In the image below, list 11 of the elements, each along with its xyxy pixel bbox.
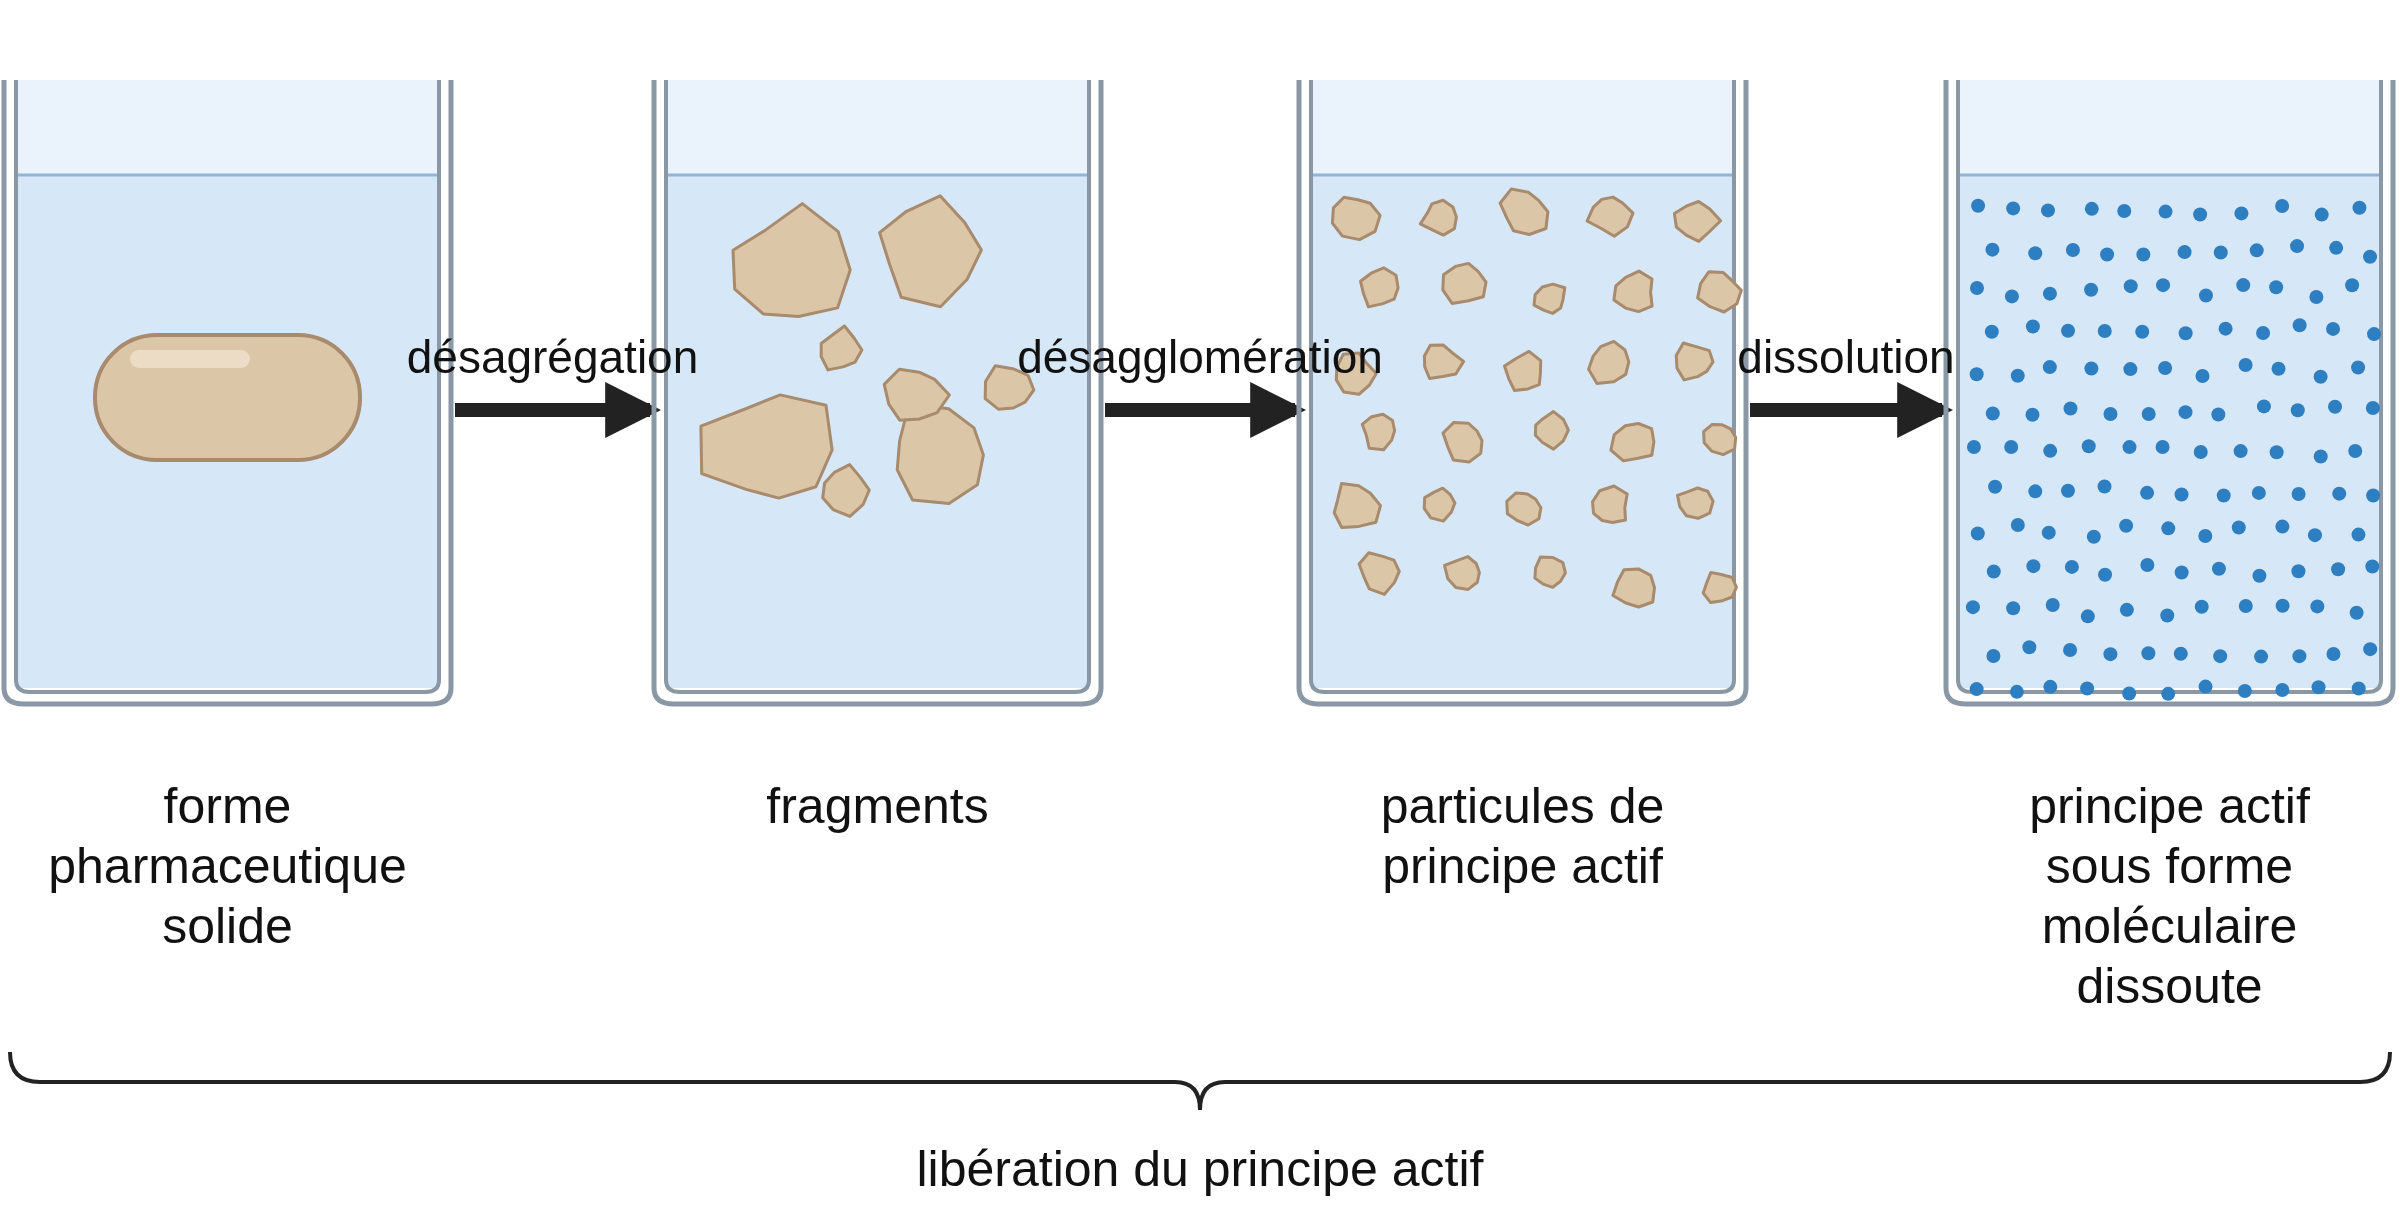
beaker-label: forme pharmaceutique solide — [47, 777, 408, 956]
edge-label: désagglomération — [1017, 330, 1383, 384]
edge-label: dissolution — [1737, 330, 1955, 384]
edge-label: désagrégation — [406, 330, 699, 384]
arrow — [455, 382, 662, 438]
arrow — [1105, 382, 1307, 438]
beaker-label: fragments — [765, 777, 990, 836]
beaker-label: particules de principe actif — [1379, 777, 1666, 896]
beaker-label: principe actif sous forme moléculaire dissoute — [2028, 777, 2311, 1016]
bracket-label: libération du principe actif — [916, 1140, 1484, 1198]
arrow — [1750, 382, 1954, 438]
